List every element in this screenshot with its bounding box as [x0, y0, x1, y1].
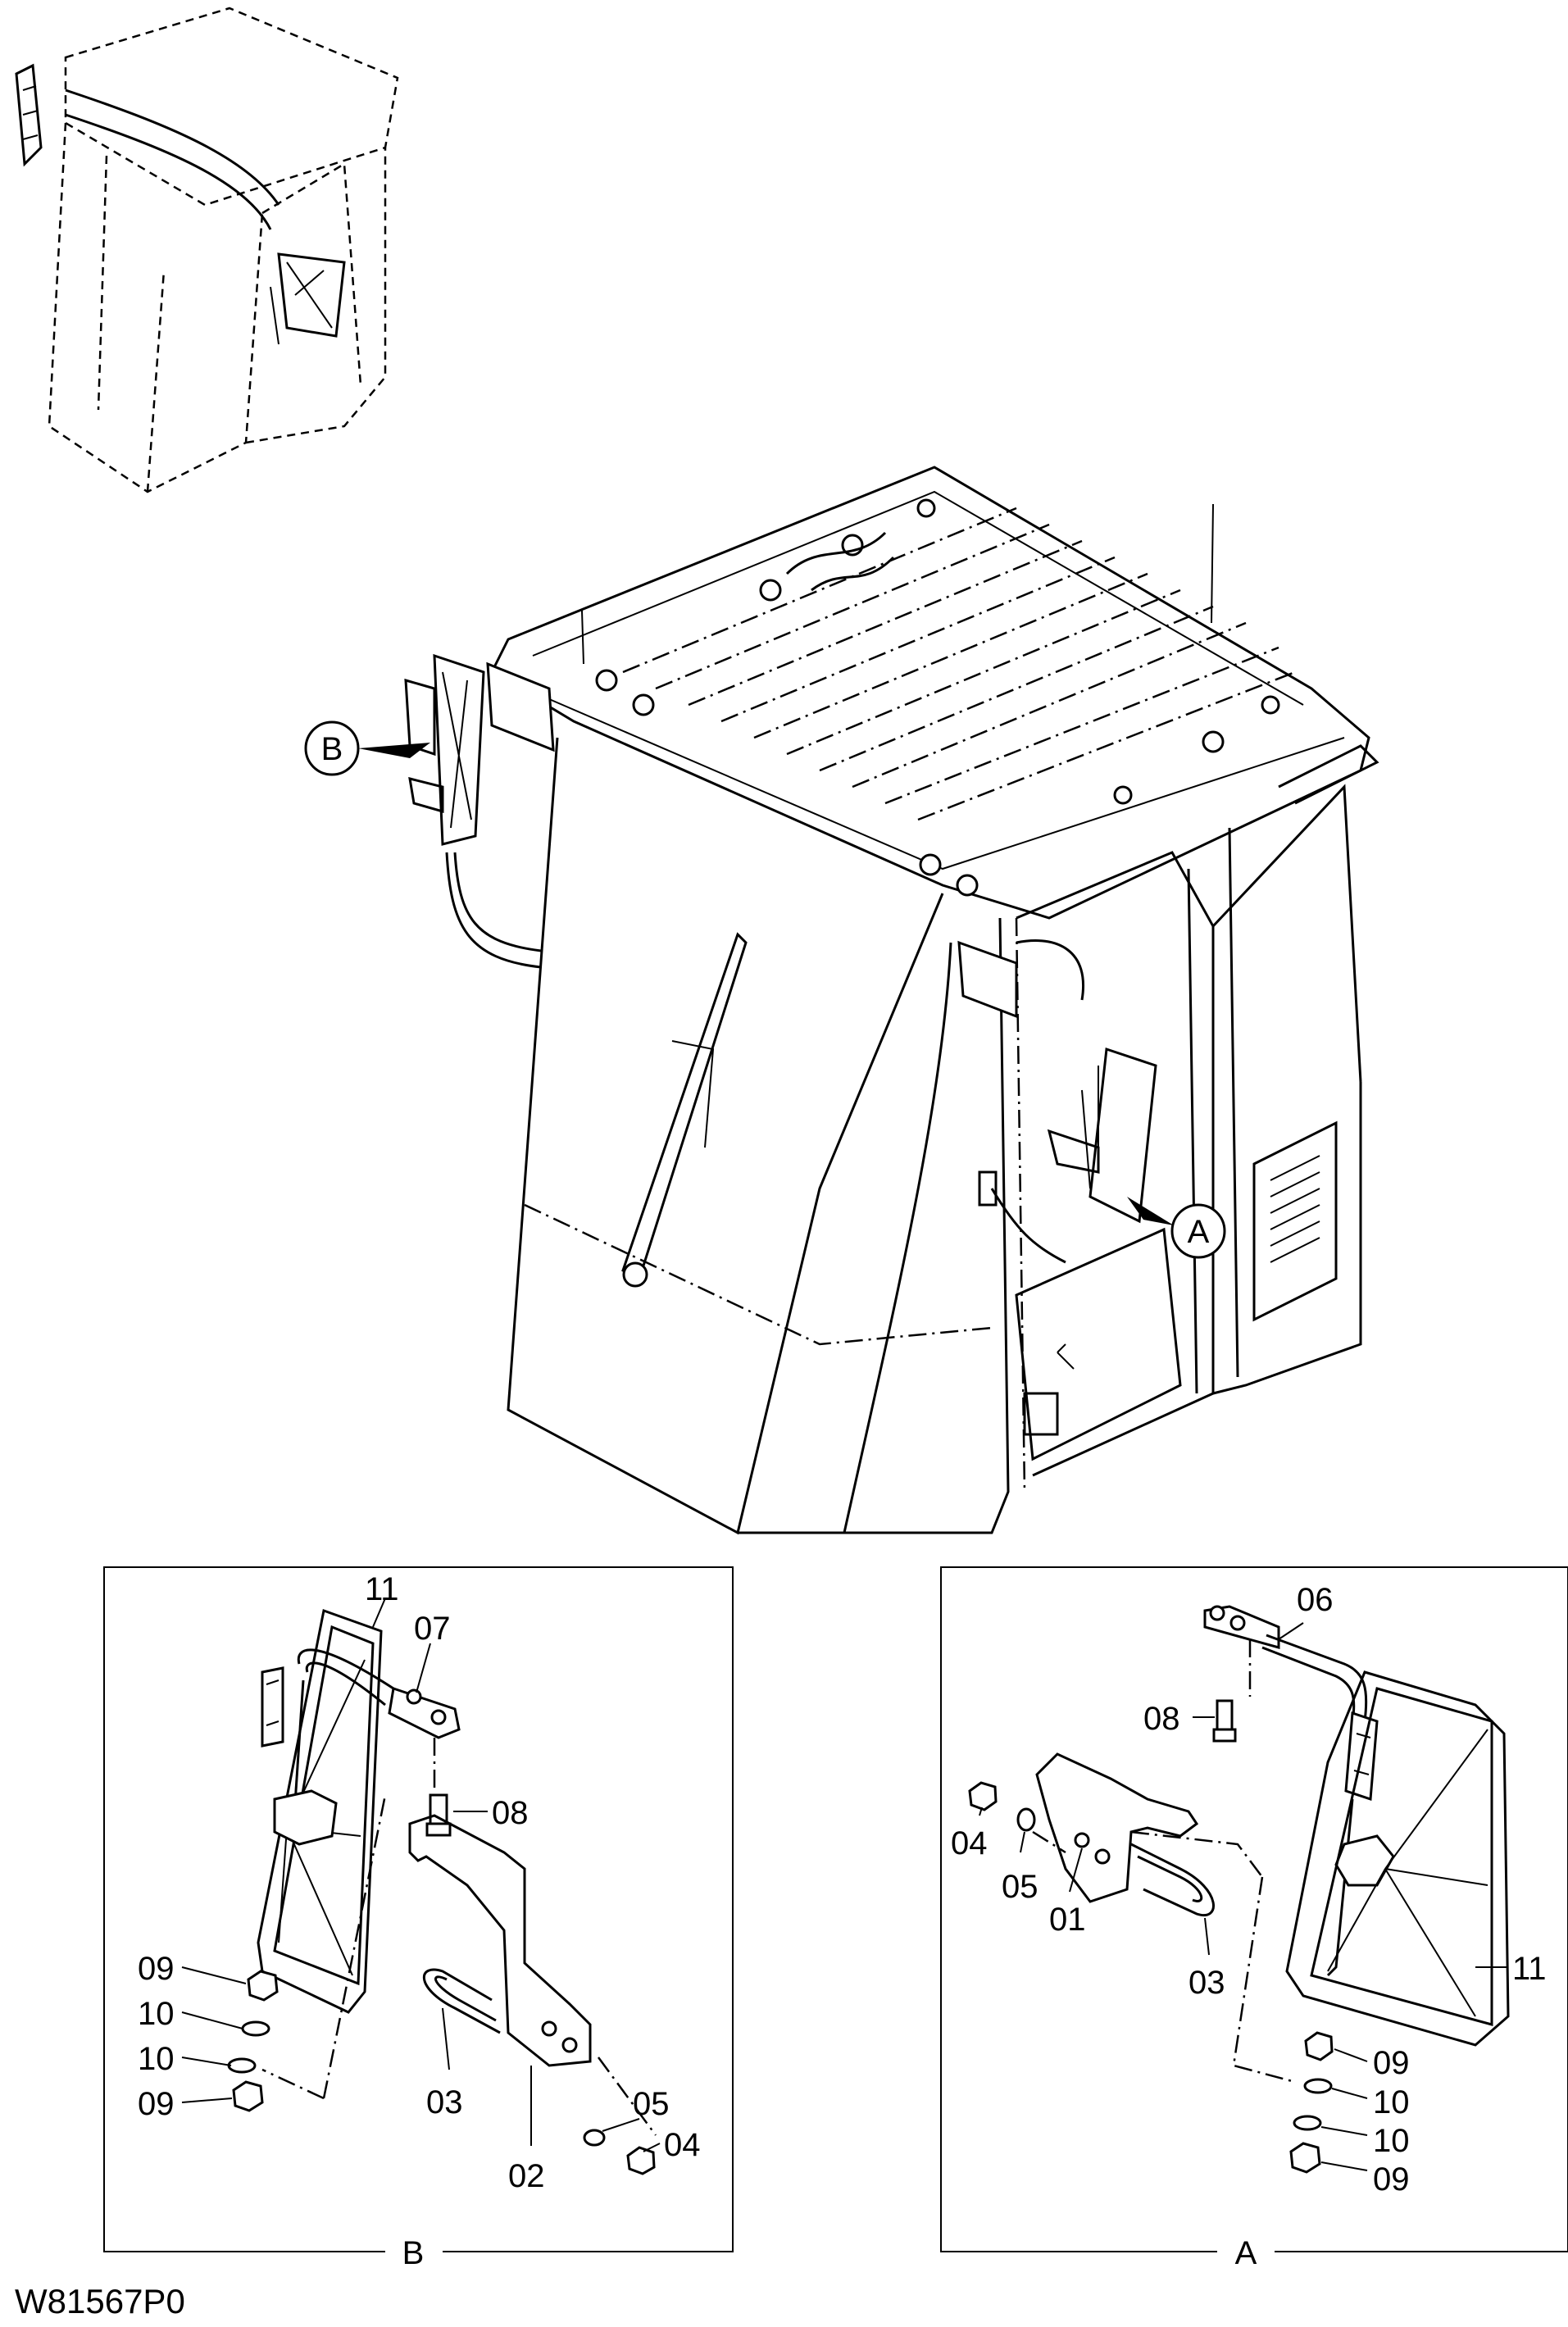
label-b-02: 02 [508, 2158, 545, 2194]
label-a-10a: 10 [1373, 2084, 1410, 2120]
label-b-10b: 10 [138, 2041, 175, 2077]
callout-a-circle [1170, 1203, 1226, 1259]
label-b-05: 05 [633, 2086, 670, 2122]
label-b-04: 04 [664, 2127, 701, 2163]
label-a-03: 03 [1188, 1965, 1225, 2001]
label-a-09b: 09 [1373, 2161, 1410, 2197]
label-a-11: 11 [1512, 1951, 1547, 1987]
label-a-10b: 10 [1373, 2123, 1410, 2159]
label-a-09a: 09 [1373, 2045, 1410, 2081]
cab-main-view: B A [304, 466, 1379, 1535]
label-b-10a: 10 [138, 1996, 175, 2032]
drawing-code: W81567P0 [15, 2282, 185, 2320]
label-b-08: 08 [492, 1795, 529, 1831]
label-a-05: 05 [1002, 1869, 1039, 1905]
panel-b-caption: B [402, 2235, 425, 2271]
label-b-07: 07 [414, 1611, 451, 1647]
label-a-04: 04 [951, 1825, 988, 1861]
label-a-08: 08 [1143, 1701, 1180, 1737]
label-b-09b: 09 [138, 2086, 175, 2122]
detail-panel-a: A [940, 1566, 1568, 2271]
label-b-03: 03 [426, 2084, 463, 2120]
label-a-01: 01 [1049, 1902, 1086, 1938]
label-b-11: 11 [365, 1571, 399, 1607]
label-b-09a: 09 [138, 1951, 175, 1987]
callout-a-label: A [1188, 1214, 1210, 1250]
label-a-06: 06 [1297, 1582, 1334, 1618]
callout-b-label: B [321, 731, 343, 767]
panel-a-caption: A [1235, 2235, 1257, 2271]
orientation-view [15, 7, 399, 493]
detail-panel-b: B [103, 1566, 734, 2271]
